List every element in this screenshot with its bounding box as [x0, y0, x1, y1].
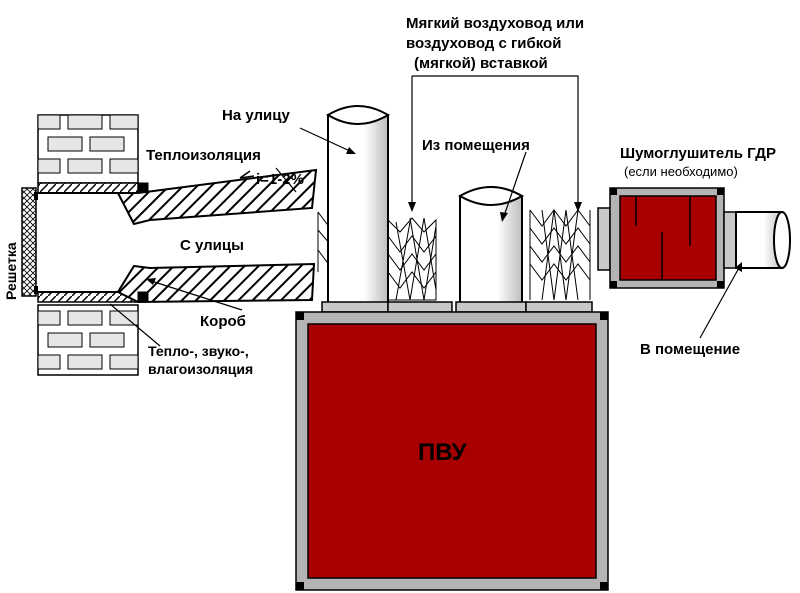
from-street-label: С улицы [180, 237, 244, 254]
leader-lines [109, 75, 741, 347]
unit-label: ПВУ [418, 439, 468, 466]
outdoor-pipe [326, 105, 390, 304]
grille-label: Решетка [3, 242, 19, 300]
unit-collars [321, 301, 593, 313]
thermal-insulation-label: Теплоизоляция [146, 147, 261, 164]
silencer-note-label: (если необходимо) [624, 164, 738, 179]
insulation-label-line1: Тепло-, звуко-, [148, 343, 249, 359]
insulated-duct-bottom [116, 262, 316, 304]
flex-duct-label-line1: Мягкий воздуховод или [406, 15, 584, 32]
flex-duct-label-line2: воздуховод с гибкой [406, 35, 561, 52]
silencer-label: Шумоглушитель ГДР [620, 145, 776, 162]
slope-symbol [239, 170, 255, 179]
slope-label: i=1-2% [256, 171, 304, 188]
brick-wall-bottom [37, 304, 139, 376]
to-street-label: На улицу [222, 107, 290, 124]
flex-duct-room-right [529, 209, 591, 301]
silencer [597, 187, 725, 289]
flex-duct-room-left [387, 217, 437, 301]
flex-duct-label-line3: (мягкой) вставкой [414, 55, 548, 72]
ventilation-unit [295, 311, 609, 591]
box-label: Короб [200, 313, 246, 330]
from-room-label: Из помещения [422, 137, 530, 154]
wall-insulation-top [37, 182, 139, 194]
room-pipe [458, 186, 524, 305]
grille [21, 187, 37, 297]
duct-box [38, 192, 135, 293]
insulation-label-line2: влагоизоляция [148, 361, 253, 377]
to-room-label: В помещение [640, 341, 740, 358]
outlet-pipe [723, 211, 791, 269]
brick-wall-top [37, 114, 139, 184]
